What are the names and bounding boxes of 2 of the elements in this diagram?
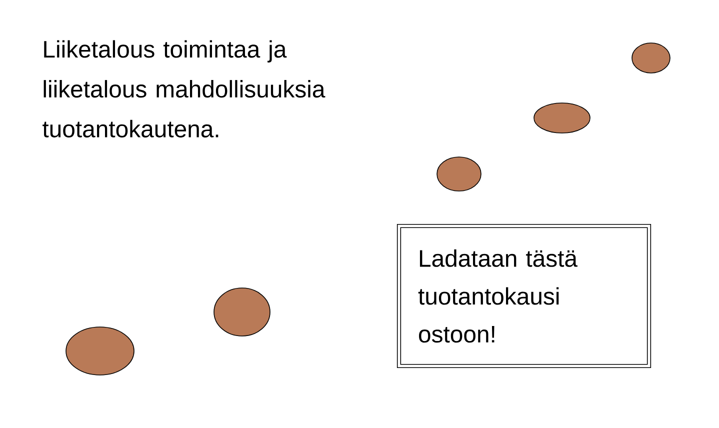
- text-box: Ladataan tästä tuotantokausi ostoon!: [396, 224, 652, 368]
- heading-text: Liiketalous toimintaa ja liiketalous mahdollisuuksia tuotantokautena.: [42, 40, 326, 138]
